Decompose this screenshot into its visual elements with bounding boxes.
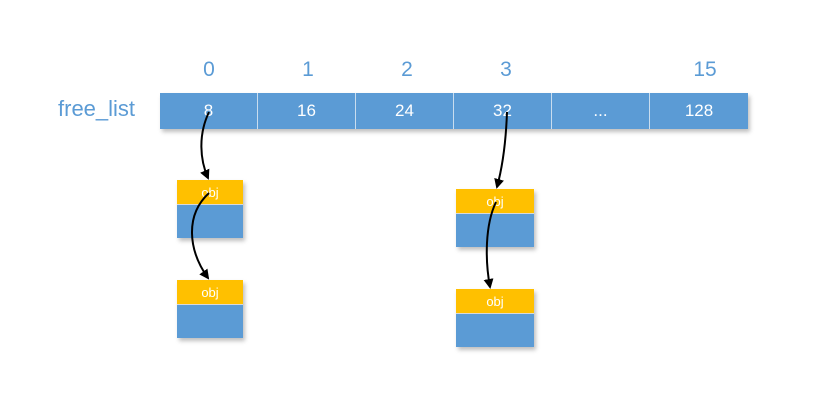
obj-node-body: [177, 205, 243, 238]
free-list-array: 8 16 24 32 ... 128: [160, 93, 748, 129]
arrow-cell3-to-obj: [494, 111, 508, 189]
obj-node-body: [177, 305, 243, 338]
arrow-obj-to-obj-right: [483, 201, 497, 289]
obj-node-label: obj: [456, 289, 534, 314]
arrow-obj-to-obj-left: [191, 192, 210, 280]
obj-node-0-2: obj: [177, 280, 243, 338]
arrow-cell0-to-obj: [200, 111, 210, 180]
index-3: 3: [500, 58, 512, 81]
obj-node-3-2: obj: [456, 289, 534, 347]
index-0: 0: [203, 58, 215, 81]
obj-node-body: [456, 314, 534, 347]
free-list-label: free_list: [58, 96, 136, 121]
array-cell-1: 16: [258, 93, 356, 129]
array-cell-ellipsis: ...: [552, 93, 650, 129]
obj-node-label: obj: [456, 189, 534, 214]
array-cell-2: 24: [356, 93, 454, 129]
array-cell-15: 128: [650, 93, 748, 129]
index-15: 15: [693, 58, 717, 81]
obj-node-label: obj: [177, 280, 243, 305]
index-2: 2: [401, 58, 413, 81]
obj-node-body: [456, 214, 534, 247]
index-1: 1: [302, 58, 314, 81]
array-cell-0: 8: [160, 93, 258, 129]
obj-node-3-1: obj: [456, 189, 534, 247]
